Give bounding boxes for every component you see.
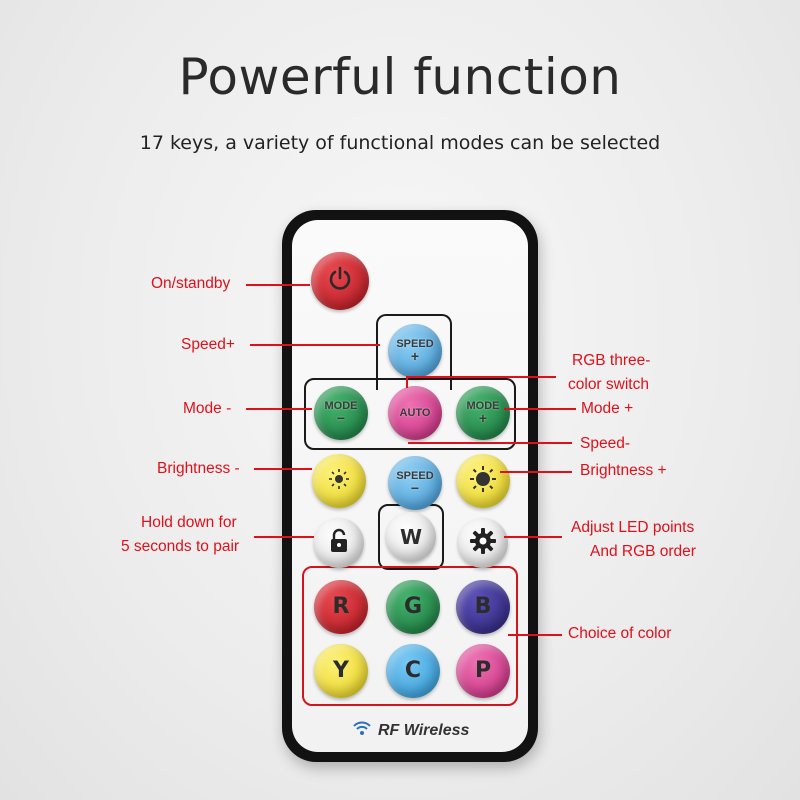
callout-hold-line2: 5 seconds to pair (121, 538, 240, 555)
remote-control: SPEED+ MODE− AUTO MODE+ SPEED− (282, 210, 538, 762)
c-label: C (404, 657, 422, 683)
r-label: R (332, 593, 350, 619)
red-button[interactable]: R (314, 580, 368, 634)
callout-speed-plus: Speed+ (181, 336, 235, 353)
hold-line (254, 536, 314, 538)
power-icon (327, 266, 353, 297)
b-label: B (474, 593, 492, 619)
brightness-up-button[interactable] (456, 454, 510, 508)
brightness-down-button[interactable] (312, 454, 366, 508)
remote-brand: RF Wireless (352, 720, 469, 741)
speed-down-sign: − (410, 479, 420, 496)
auto-label: AUTO (399, 406, 431, 419)
color-keys-frame (302, 566, 518, 706)
adjust-line (504, 536, 562, 538)
y-label: Y (333, 657, 349, 683)
mode-minus-label: MODE (324, 400, 358, 413)
pair-lock-button[interactable] (314, 518, 364, 568)
remote-face: SPEED+ MODE− AUTO MODE+ SPEED− (292, 220, 528, 752)
speed-up-sign: + (410, 347, 420, 364)
callout-speed-minus: Speed- (580, 435, 630, 452)
callout-choice-color: Choice of color (568, 625, 672, 642)
mode-plus-line (504, 408, 576, 410)
cyan-button[interactable]: C (386, 644, 440, 698)
callout-hold-line1: Hold down for (141, 514, 237, 531)
brightness-minus-line (254, 468, 312, 470)
speed-down-label: SPEED (396, 470, 434, 483)
lock-icon (327, 528, 351, 559)
p-label: P (474, 657, 492, 683)
callout-brightness-minus: Brightness - (157, 460, 240, 477)
brand-label: RF Wireless (378, 721, 470, 739)
callout-adjust-line2: And RGB order (590, 543, 696, 560)
g-label: G (403, 593, 423, 619)
mode-plus-sign: + (478, 409, 488, 426)
mode-plus-button[interactable]: MODE+ (456, 386, 510, 440)
page-title: Powerful function (178, 48, 622, 106)
mode-minus-button[interactable]: MODE− (314, 386, 368, 440)
gear-icon (469, 527, 497, 560)
choice-color-line (508, 634, 562, 636)
callout-mode-minus: Mode - (183, 400, 232, 417)
callout-on-standby: On/standby (151, 275, 231, 292)
purple-button[interactable]: P (456, 644, 510, 698)
green-button[interactable]: G (386, 580, 440, 634)
rgb-switch-line (406, 376, 556, 378)
power-button[interactable] (311, 252, 369, 310)
callout-rgb-line2: color switch (568, 376, 649, 393)
sun-small-icon (326, 466, 352, 497)
speed-up-label: SPEED (396, 338, 434, 351)
mode-minus-line (246, 408, 312, 410)
white-button[interactable]: W (386, 512, 436, 562)
callout-adjust-line1: Adjust LED points (571, 519, 695, 536)
brightness-plus-line (500, 471, 572, 473)
sun-large-icon (468, 464, 498, 499)
callout-rgb-line1: RGB three- (572, 352, 651, 369)
mode-minus-sign: − (336, 409, 346, 426)
speed-down-button[interactable]: SPEED− (388, 456, 442, 510)
wifi-icon (352, 720, 372, 741)
auto-button[interactable]: AUTO (388, 386, 442, 440)
speed-minus-line (408, 442, 572, 444)
mode-plus-label: MODE (466, 400, 500, 413)
w-label: W (399, 524, 423, 549)
mode-frame (304, 378, 516, 450)
settings-button[interactable] (458, 518, 508, 568)
callout-brightness-plus: Brightness + (580, 462, 667, 479)
page-subtitle: 17 keys, a variety of functional modes c… (139, 132, 661, 154)
speed-plus-line (250, 344, 380, 346)
speed-up-button[interactable]: SPEED+ (388, 324, 442, 378)
rgb-switch-vline (406, 376, 408, 388)
callout-mode-plus: Mode + (581, 400, 634, 417)
yellow-button[interactable]: Y (314, 644, 368, 698)
speed-mode-frame (376, 314, 452, 390)
on-standby-line (246, 284, 310, 286)
blue-button[interactable]: B (456, 580, 510, 634)
